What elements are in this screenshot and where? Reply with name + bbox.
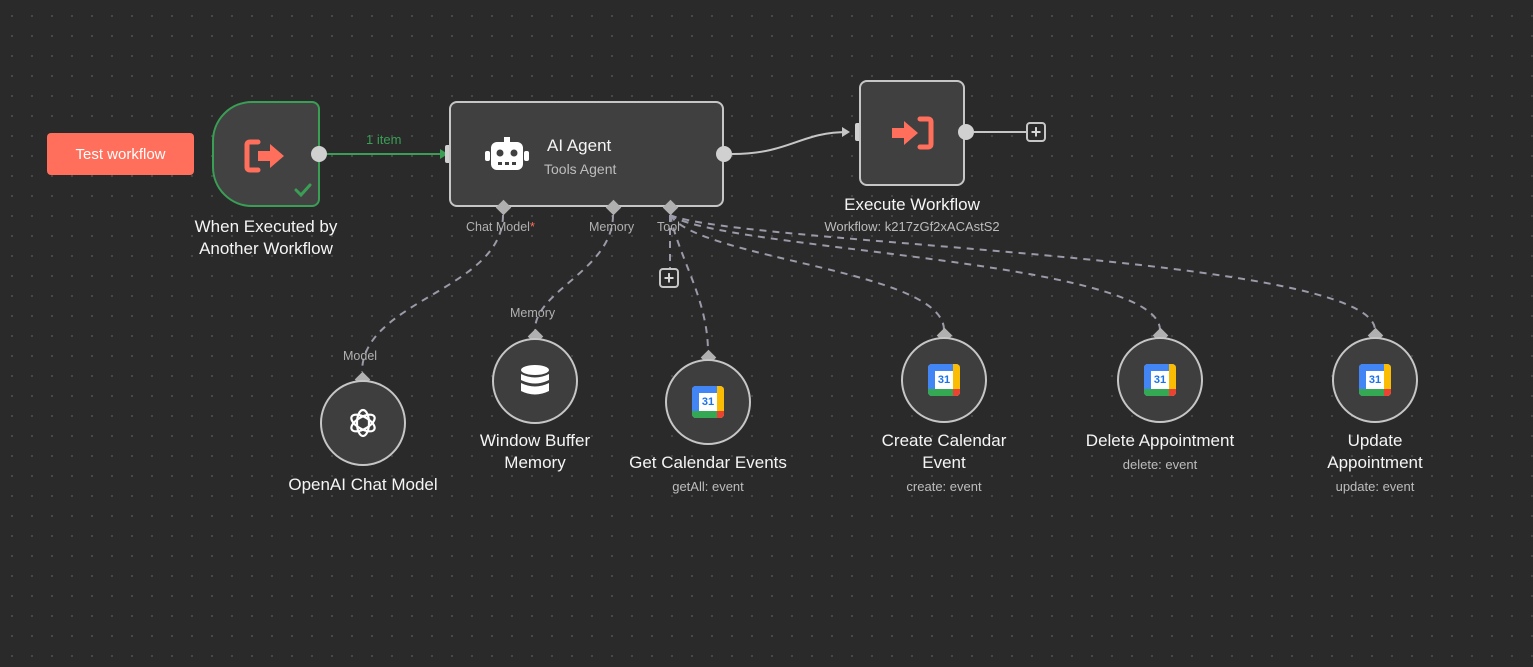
trigger-node-title: When Executed by Another Workflow <box>194 217 338 258</box>
agent-title: AI Agent <box>547 136 612 155</box>
google-calendar-icon: 31 <box>692 386 724 418</box>
add-node-button[interactable]: + <box>1026 122 1046 142</box>
get-calendar-events-node[interactable]: 31 <box>665 359 751 445</box>
edge-arrowhead <box>842 127 850 137</box>
memory-node-title: Window Buffer Memory <box>479 431 591 472</box>
checkmark-icon <box>294 183 312 197</box>
google-calendar-icon: 31 <box>1144 364 1176 396</box>
edge-agent-to-execute <box>731 131 849 155</box>
edge-arrowhead <box>440 149 448 159</box>
edge-tool-create <box>669 214 945 331</box>
google-calendar-icon: 31 <box>928 364 960 396</box>
agent-subtitle: Tools Agent <box>544 161 617 177</box>
agent-output-handle[interactable] <box>716 146 732 162</box>
delete-appt-node-title: Delete Appointment <box>1085 431 1235 450</box>
edge-model <box>361 214 504 373</box>
google-calendar-icon: 31 <box>1359 364 1391 396</box>
test-workflow-button[interactable]: Test workflow <box>47 133 194 175</box>
create-event-node-title: Create Calendar Event <box>881 431 1007 472</box>
create-event-node-subtitle: create: event <box>906 479 982 494</box>
execute-node-title: Execute Workflow <box>844 195 980 214</box>
openai-chat-model-node[interactable] <box>320 380 406 466</box>
trigger-output-handle[interactable] <box>311 146 327 162</box>
update-appt-node-title: Update Appointment <box>1327 431 1423 472</box>
trigger-node[interactable] <box>212 101 320 207</box>
database-icon <box>521 365 549 395</box>
execute-node-subtitle: Workflow: k217zGf2xACAstS2 <box>824 219 1000 234</box>
create-calendar-event-node[interactable]: 31 <box>901 337 987 423</box>
openai-icon <box>350 408 376 438</box>
edge-tool-update <box>669 214 1376 331</box>
memory-handle-label: Memory <box>589 220 635 234</box>
delete-appointment-node[interactable]: 31 <box>1117 337 1203 423</box>
window-buffer-memory-node[interactable] <box>492 338 578 424</box>
edge-memory <box>534 214 614 331</box>
update-appt-node-subtitle: update: event <box>1335 479 1415 494</box>
sign-in-arrow-icon <box>892 116 934 150</box>
openai-node-title: OpenAI Chat Model <box>288 475 438 494</box>
memory-input-label: Memory <box>510 306 556 320</box>
execute-output-handle[interactable] <box>958 124 974 140</box>
add-tool-button[interactable]: + <box>659 268 679 288</box>
edge-tool-delete <box>669 214 1161 331</box>
connection-item-count: 1 item <box>366 132 402 147</box>
update-appointment-node[interactable]: 31 <box>1332 337 1418 423</box>
edge-tool-get-events <box>669 214 709 353</box>
execute-workflow-node[interactable] <box>859 80 965 186</box>
delete-appt-node-subtitle: delete: event <box>1122 457 1198 472</box>
model-input-label: Model <box>343 349 378 363</box>
ai-agent-node[interactable]: AI Agent Tools Agent <box>449 101 724 207</box>
get-events-node-title: Get Calendar Events <box>629 453 787 472</box>
tool-handle-label: Tool <box>657 220 680 234</box>
chat-model-handle-label: Chat Model* <box>466 220 535 234</box>
get-events-node-subtitle: getAll: event <box>672 479 744 494</box>
sign-out-arrow-icon <box>244 139 284 173</box>
robot-icon <box>485 137 529 170</box>
